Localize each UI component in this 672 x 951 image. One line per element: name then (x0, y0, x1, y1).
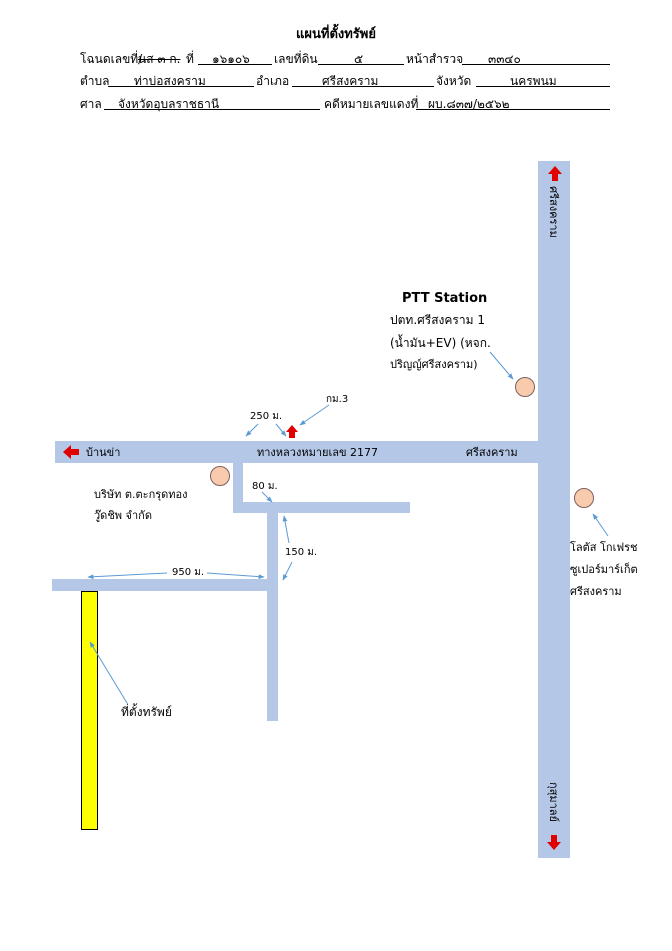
deed-type-struck: นส ๓ ก. (138, 52, 181, 66)
lotus-line-1: โลตัส โกเฟรช (570, 541, 638, 554)
ptt-station-marker (515, 377, 535, 397)
case-label: คดีหมายเลขแดงที่ (324, 97, 419, 111)
south-direction-arrow-icon (547, 835, 561, 850)
north-destination-label: ศรีสงคราม (547, 186, 560, 238)
lotus-leader-line (592, 513, 609, 537)
land-number-label: เลขที่ดิน (274, 52, 318, 66)
road-branch-short (233, 462, 243, 502)
subdistrict-value: ท่าบ่อสงคราม (134, 74, 206, 88)
dist-950-left-leader (87, 572, 168, 580)
land-number-underline (318, 64, 404, 65)
distance-80-label: 80 ม. (252, 481, 278, 492)
company-marker (210, 466, 230, 486)
company-line-2: วู๊ดชิพ จำกัด (94, 509, 152, 522)
subdistrict-label: ตำบล (80, 74, 110, 88)
subdistrict-underline (108, 86, 254, 87)
case-value: ผบ.๘๓๗/๒๕๖๒ (428, 97, 510, 111)
ptt-line-3: ปริญญ์ศรีสงคราม) (390, 358, 478, 371)
west-direction-arrow-icon (63, 445, 79, 459)
deed-number-value: ๑๖๑๐๖ (212, 52, 250, 66)
road-north-south (538, 161, 570, 858)
case-underline (416, 109, 610, 110)
province-value: นครพนม (510, 74, 557, 88)
highway-label: ทางหลวงหมายเลข 2177 (257, 446, 378, 459)
deed-number-underline (198, 64, 272, 65)
dist-80-leader (261, 491, 273, 503)
lotus-marker (574, 488, 594, 508)
km-marker-arrow-icon (286, 425, 298, 438)
court-label: ศาล (80, 97, 102, 111)
ptt-leader-line (489, 351, 514, 380)
survey-label: หน้าสำรวจ (406, 52, 464, 66)
district-label: อำเภอ (256, 74, 290, 88)
lotus-line-3: ศรีสงคราม (570, 585, 622, 598)
dist-250-right-leader (275, 423, 287, 437)
district-underline (292, 86, 434, 87)
survey-underline (462, 64, 610, 65)
dist-150-up-leader (282, 515, 290, 544)
province-label: จังหวัด (436, 74, 472, 88)
property-label: ที่ตั้งทรัพย์ (121, 705, 172, 719)
property-parcel (81, 591, 98, 830)
land-number-value: ๕ (354, 52, 364, 66)
north-direction-arrow-icon (548, 166, 562, 181)
south-destination-label: กุสุมาลย์ (547, 782, 560, 822)
road-branch-east (233, 502, 410, 513)
distance-950-label: 950 ม. (172, 567, 205, 578)
page-title: แผนที่ตั้งทรัพย์ (296, 27, 376, 42)
dist-150-down-leader (282, 561, 293, 581)
dist-950-right-leader (206, 572, 265, 580)
province-underline (476, 86, 610, 87)
km-label: กม.3 (326, 394, 349, 405)
road-branch-south (267, 513, 278, 721)
deed-number-label: ที่ (186, 52, 194, 66)
west-destination-label: บ้านข่า (86, 446, 121, 459)
ptt-line-2: (น้ำมัน+EV) (หจก. (390, 336, 491, 350)
distance-250-label: 250 ม. (250, 411, 283, 422)
court-underline (104, 109, 320, 110)
district-value: ศรีสงคราม (322, 74, 379, 88)
ptt-title: PTT Station (402, 291, 488, 306)
company-line-1: บริษัท ต.ตะกรุดทอง (94, 488, 188, 501)
lotus-line-2: ซูเปอร์มาร์เก็ต (570, 563, 638, 576)
dist-250-left-leader (245, 423, 259, 437)
property-leader-line (89, 641, 128, 704)
road-highway-2177 (55, 441, 545, 463)
court-value: จังหวัดอุบลราชธานี (118, 97, 220, 111)
ptt-line-1: ปตท.ศรีสงคราม 1 (390, 313, 485, 327)
survey-value: ๓๓๔๐ (488, 52, 521, 66)
distance-150-label: 150 ม. (285, 547, 318, 558)
km-leader-line (299, 404, 330, 426)
road-branch-west (52, 579, 277, 591)
deed-label: โฉนดเลขที่/ (80, 52, 143, 66)
east-destination-label: ศรีสงคราม (466, 446, 518, 459)
